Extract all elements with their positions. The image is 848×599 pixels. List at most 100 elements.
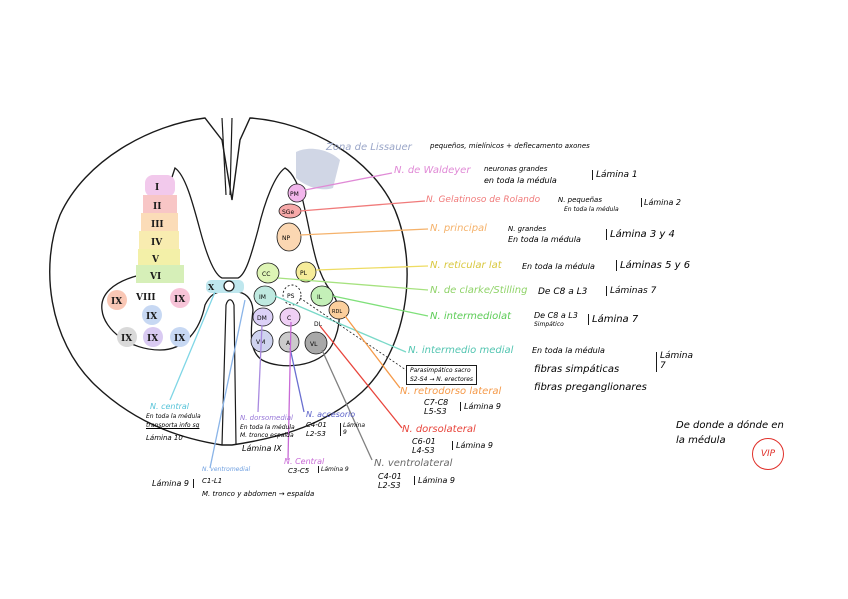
anterior-median-fissure — [221, 299, 237, 446]
label-clarke-note: De C8 a L3 — [538, 287, 588, 297]
leader-waldeyer — [304, 172, 393, 191]
nucleus-pl — [295, 261, 317, 283]
leader-ventrolateral — [321, 349, 373, 461]
lamina-VI-area — [136, 265, 184, 283]
nucleus-sge-label: SGe — [282, 209, 294, 216]
nucleus-ps — [282, 284, 302, 306]
label-intermediolat-note2: Simpático — [534, 321, 564, 328]
label-accesorio-range1: C4-01 — [306, 421, 327, 429]
lamina-IX-left-a — [107, 290, 127, 310]
nucleus-pm — [287, 183, 307, 203]
label-retrodorso-range2: L5-S3 — [424, 407, 447, 416]
label-dorsolateral-range2: L4-S3 — [412, 446, 435, 455]
nucleus-im-label: IM — [259, 294, 266, 301]
lamina-II-label: II — [153, 202, 161, 212]
central-canal — [223, 280, 235, 292]
lamina-V-label: V — [151, 255, 160, 265]
label-parasimpatico-box: Parasimpático sacro S2-S4 → N. erectores — [406, 365, 478, 385]
label-ventromedial: N. ventromedial — [202, 466, 251, 473]
label-rolando-note1: N. pequeñas — [558, 196, 602, 204]
lamina-VI-label: VI — [149, 272, 161, 282]
label-accesorio-lamina: Lámina 9 — [340, 422, 365, 437]
label-parasimpatico-range: S2-S4 → N. erectores — [410, 376, 474, 383]
lamina-VIII-left-label: VIII — [135, 293, 156, 303]
label-principal-note2: En toda la médula — [508, 235, 581, 244]
lamina-IV-area — [139, 231, 179, 251]
label-waldeyer: N. de Waldeyer — [394, 165, 471, 176]
label-clarke-lamina: Láminas 7 — [606, 286, 656, 296]
nucleus-rdl-label: RDL — [332, 309, 342, 315]
label-ventrolateral-range2: L2-S3 — [378, 481, 401, 490]
leader-reticular — [315, 265, 429, 271]
lamina-IX-left-c — [142, 305, 162, 325]
label-dorsolateral-range1: C6-01 — [412, 437, 436, 446]
label-retrodorso-lamina: Lámina 9 — [460, 402, 501, 411]
leader-central2 — [287, 321, 292, 461]
lamina-X-label: X — [208, 282, 215, 292]
leader-intermediomedial — [274, 295, 407, 353]
nucleus-vl-label: VL — [310, 341, 318, 348]
leader-accesorio — [289, 347, 305, 413]
nucleus-il-label: IL — [317, 294, 323, 301]
label-ventromedial-note: M. tronco y abdomen → espalda — [202, 490, 315, 498]
note-line1: De donde a dónde en — [676, 420, 784, 431]
label-accesorio: N. accesorio — [306, 410, 356, 419]
nucleus-np-label: NP — [282, 235, 290, 242]
label-waldeyer-note1: neuronas grandes — [484, 165, 548, 173]
nucleus-dl-label: DL — [314, 321, 323, 328]
label-intermediomedial: N. intermedio medial — [408, 345, 514, 356]
label-intermediomedial-lamina: Lámina 7 — [656, 351, 693, 372]
label-clarke: N. de clarke/Stilling — [430, 285, 528, 296]
posterior-median-sulcus-2 — [229, 117, 233, 196]
label-rolando-note2: En toda la médula — [564, 206, 619, 213]
label-intermediolat-lamina: Lámina 7 — [588, 314, 638, 325]
label-reticular-lamina: Láminas 5 y 6 — [616, 260, 690, 271]
leader-dorsomedial — [257, 324, 263, 413]
leader-intermediolat — [332, 295, 429, 317]
lamina-III-area — [141, 213, 178, 233]
label-central2: N. Central — [284, 457, 325, 466]
nucleus-a — [278, 331, 300, 353]
label-dorsolateral: N. dorsolateral — [402, 424, 476, 435]
lamina-IX-left-d-label: IX — [121, 334, 132, 344]
label-lissauer: Zona de Lissauer — [326, 142, 412, 153]
nucleus-dm-label: DM — [257, 315, 267, 322]
label-dorsomedial-note2: M. tronco espalda — [240, 432, 294, 439]
lissauer-zone — [296, 148, 340, 190]
leader-clarke — [277, 277, 429, 291]
lamina-IX-left-b — [170, 288, 190, 308]
lamina-V-area — [138, 249, 180, 267]
label-reticular-note: En toda la médula — [522, 262, 595, 271]
label-ventromedial-lamina: Lámina 9 — [152, 479, 194, 488]
label-intermediomedial-note2: fibras simpáticas — [534, 364, 620, 375]
lamina-IV-label: IV — [151, 238, 163, 248]
lamina-IX-left-c-label: IX — [146, 312, 157, 322]
nucleus-c — [279, 307, 301, 327]
label-dorsomedial-lamina: Lámina IX — [242, 444, 282, 453]
leader-ventromedial — [209, 299, 246, 469]
label-accesorio-range2: L2-S3 — [306, 430, 326, 438]
posterior-median-sulcus — [221, 117, 227, 196]
label-ventrolateral-range1: C4-01 — [378, 472, 402, 481]
lamina-IX-left-a-label: IX — [111, 297, 122, 307]
label-intermediomedial-note1: En toda la médula — [532, 346, 605, 355]
nucleus-cc-label: CC — [262, 271, 270, 278]
leader-rolando — [299, 200, 426, 212]
lamina-I-label: I — [155, 183, 159, 193]
label-rolando-lamina: Lámina 2 — [641, 198, 681, 207]
label-ventrolateral: N. ventrolateral — [374, 458, 453, 469]
label-intermediolat-note1: De C8 a L3 — [534, 311, 578, 320]
label-dorsomedial-note1: En toda la médula — [240, 424, 295, 431]
label-central2-range: C3-C5 — [288, 467, 310, 475]
label-intermediomedial-note3: fibras preganglionares — [534, 382, 647, 393]
nucleus-pm-label: PM — [290, 191, 299, 198]
grey-matter-outline — [101, 166, 340, 367]
nucleus-ps-label: PS — [287, 293, 295, 300]
vip-badge: VIP — [752, 438, 784, 470]
label-intermediolat: N. intermediolat — [430, 311, 512, 322]
lamina-I-area — [145, 175, 175, 197]
lamina-IX-left-e — [143, 327, 163, 347]
lamina-IX-left-f — [170, 327, 190, 347]
label-waldeyer-note2: en toda la médula — [484, 176, 557, 185]
nucleus-pl-label: PL — [300, 270, 308, 277]
